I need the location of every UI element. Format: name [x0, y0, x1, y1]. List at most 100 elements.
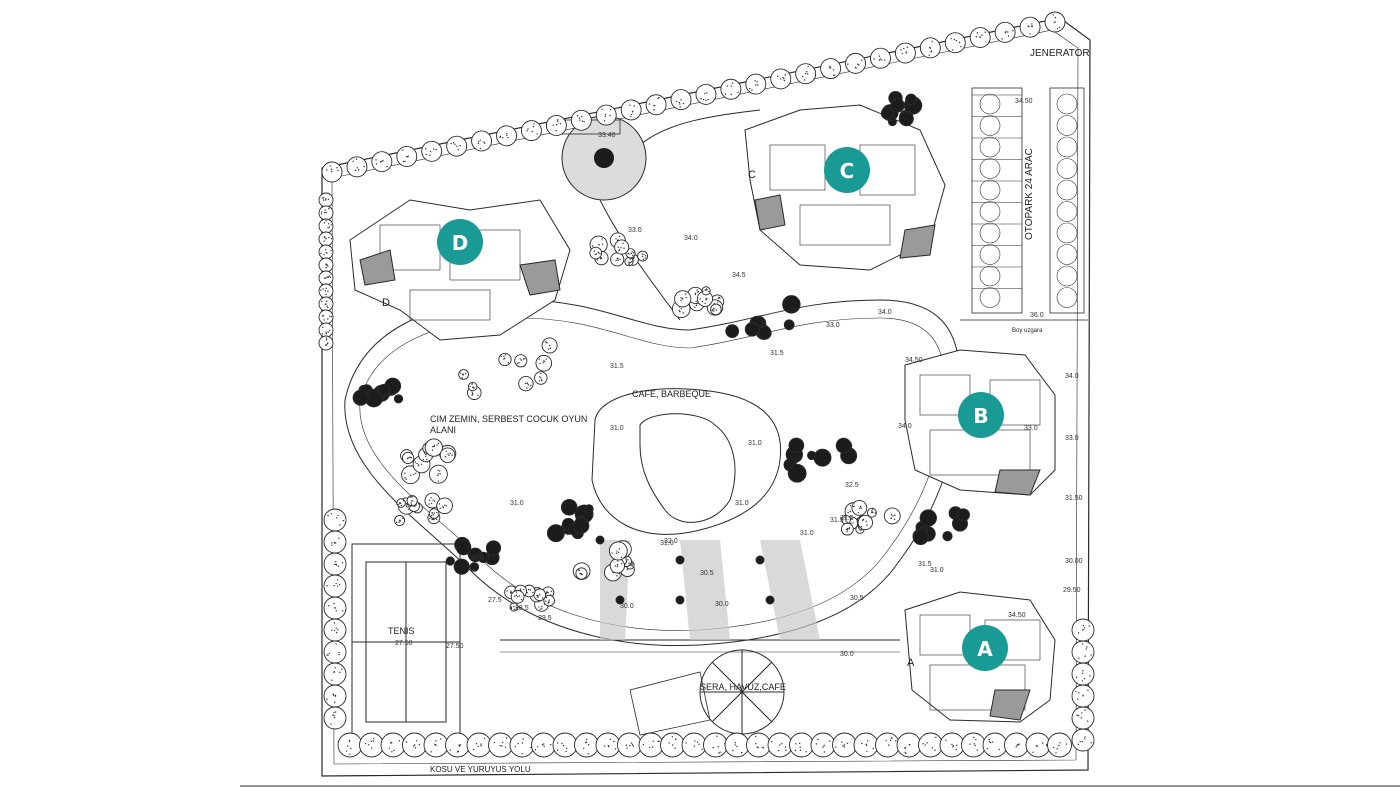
- level-label: 33.0: [1024, 425, 1038, 432]
- tree: [323, 662, 347, 686]
- tree: [533, 588, 547, 602]
- tree: [323, 618, 347, 642]
- tree: [1004, 732, 1029, 758]
- tree: [1044, 11, 1066, 33]
- dark-tree: [393, 394, 404, 404]
- lawn-label-line2: ALANI: [430, 425, 456, 435]
- tree: [919, 37, 941, 59]
- tree: [510, 589, 525, 604]
- dark-tree: [615, 595, 625, 605]
- tree: [853, 732, 879, 758]
- badge-c-circle: [824, 147, 870, 193]
- boy-label: Boy uzgara: [1012, 328, 1043, 334]
- tree: [436, 497, 453, 515]
- level-label: 34.0: [684, 235, 698, 242]
- path-label: KOSU VE YURUYUS YOLU: [430, 765, 531, 774]
- tree: [421, 140, 443, 162]
- tree: [439, 447, 456, 464]
- tree: [323, 684, 347, 708]
- level-label: 31.0: [610, 425, 624, 432]
- tree: [624, 257, 634, 267]
- level-label: 31.0: [930, 567, 944, 574]
- greenhouse-label: SERA, HAVUZ,CAFE: [700, 682, 786, 692]
- dark-tree: [725, 324, 740, 339]
- tree: [543, 594, 555, 607]
- tree: [323, 530, 347, 554]
- tree: [371, 151, 393, 173]
- tree: [608, 541, 628, 561]
- tree: [575, 567, 588, 580]
- tree: [703, 732, 728, 758]
- tree: [832, 732, 857, 758]
- tree: [446, 135, 468, 157]
- level-label: 31.0: [735, 500, 749, 507]
- level-label: 28.5: [515, 605, 529, 612]
- level-label: 31.5: [770, 350, 784, 357]
- tree: [918, 732, 943, 758]
- badge-c[interactable]: C: [824, 147, 870, 193]
- tree: [318, 270, 334, 286]
- tree: [318, 192, 334, 208]
- dark-tree: [675, 595, 685, 605]
- tree: [1047, 732, 1072, 758]
- dark-tree: [942, 530, 953, 542]
- tree: [323, 574, 347, 598]
- tree: [944, 32, 966, 54]
- level-label: 33.0: [1065, 435, 1079, 442]
- dark-tree: [455, 539, 472, 556]
- dark-tree: [787, 463, 807, 483]
- tree: [939, 732, 965, 758]
- tree: [1071, 640, 1095, 664]
- level-label: 31.5: [610, 363, 624, 370]
- dark-tree: [445, 556, 455, 566]
- badge-a-letter: A: [977, 637, 993, 661]
- tree: [337, 732, 363, 758]
- tree: [701, 286, 711, 296]
- badge-c-letter: C: [840, 159, 855, 183]
- tree: [1071, 684, 1095, 708]
- tree: [637, 250, 649, 262]
- tree: [867, 507, 877, 518]
- tree: [423, 732, 449, 758]
- elevation-levels: 33.4033.034.034.533.034.031.531.531.031.…: [395, 98, 1083, 658]
- tree: [406, 495, 418, 507]
- tree: [595, 732, 621, 758]
- dark-tree: [744, 322, 760, 337]
- badge-a[interactable]: A: [962, 625, 1008, 671]
- dark-tree: [573, 517, 590, 534]
- level-label: 27.5: [488, 597, 502, 604]
- level-label: 31.5: [840, 515, 854, 522]
- badge-b-letter: B: [973, 404, 988, 428]
- level-label: 29.5: [538, 615, 552, 622]
- dark-tree: [352, 389, 369, 406]
- tree: [509, 602, 519, 612]
- tree: [870, 47, 891, 69]
- tree: [471, 130, 493, 152]
- level-label: 34.50: [1015, 98, 1033, 105]
- tree: [318, 335, 334, 351]
- tree: [589, 246, 603, 260]
- level-label: 32.5: [845, 482, 859, 489]
- level-label: 30.0: [840, 651, 854, 658]
- dark-tree: [755, 555, 765, 565]
- dark-tree: [765, 595, 775, 605]
- tree: [1025, 732, 1051, 758]
- dark-tree: [782, 295, 801, 314]
- tree: [380, 732, 406, 758]
- badge-b[interactable]: B: [958, 392, 1004, 438]
- tree: [535, 354, 553, 372]
- dark-tree: [675, 555, 685, 565]
- level-label: 33.40: [598, 132, 616, 139]
- dark-tree: [905, 93, 917, 106]
- tree: [1071, 662, 1095, 686]
- dark-tree: [485, 540, 502, 556]
- badge-d[interactable]: D: [437, 219, 483, 265]
- tree: [488, 732, 513, 758]
- tree: [458, 369, 469, 380]
- tree: [896, 732, 922, 758]
- tree: [318, 231, 334, 247]
- level-label: 34.50: [905, 357, 923, 364]
- tree: [545, 114, 567, 136]
- dark-tree: [477, 551, 490, 564]
- level-label: 31.5: [918, 561, 932, 568]
